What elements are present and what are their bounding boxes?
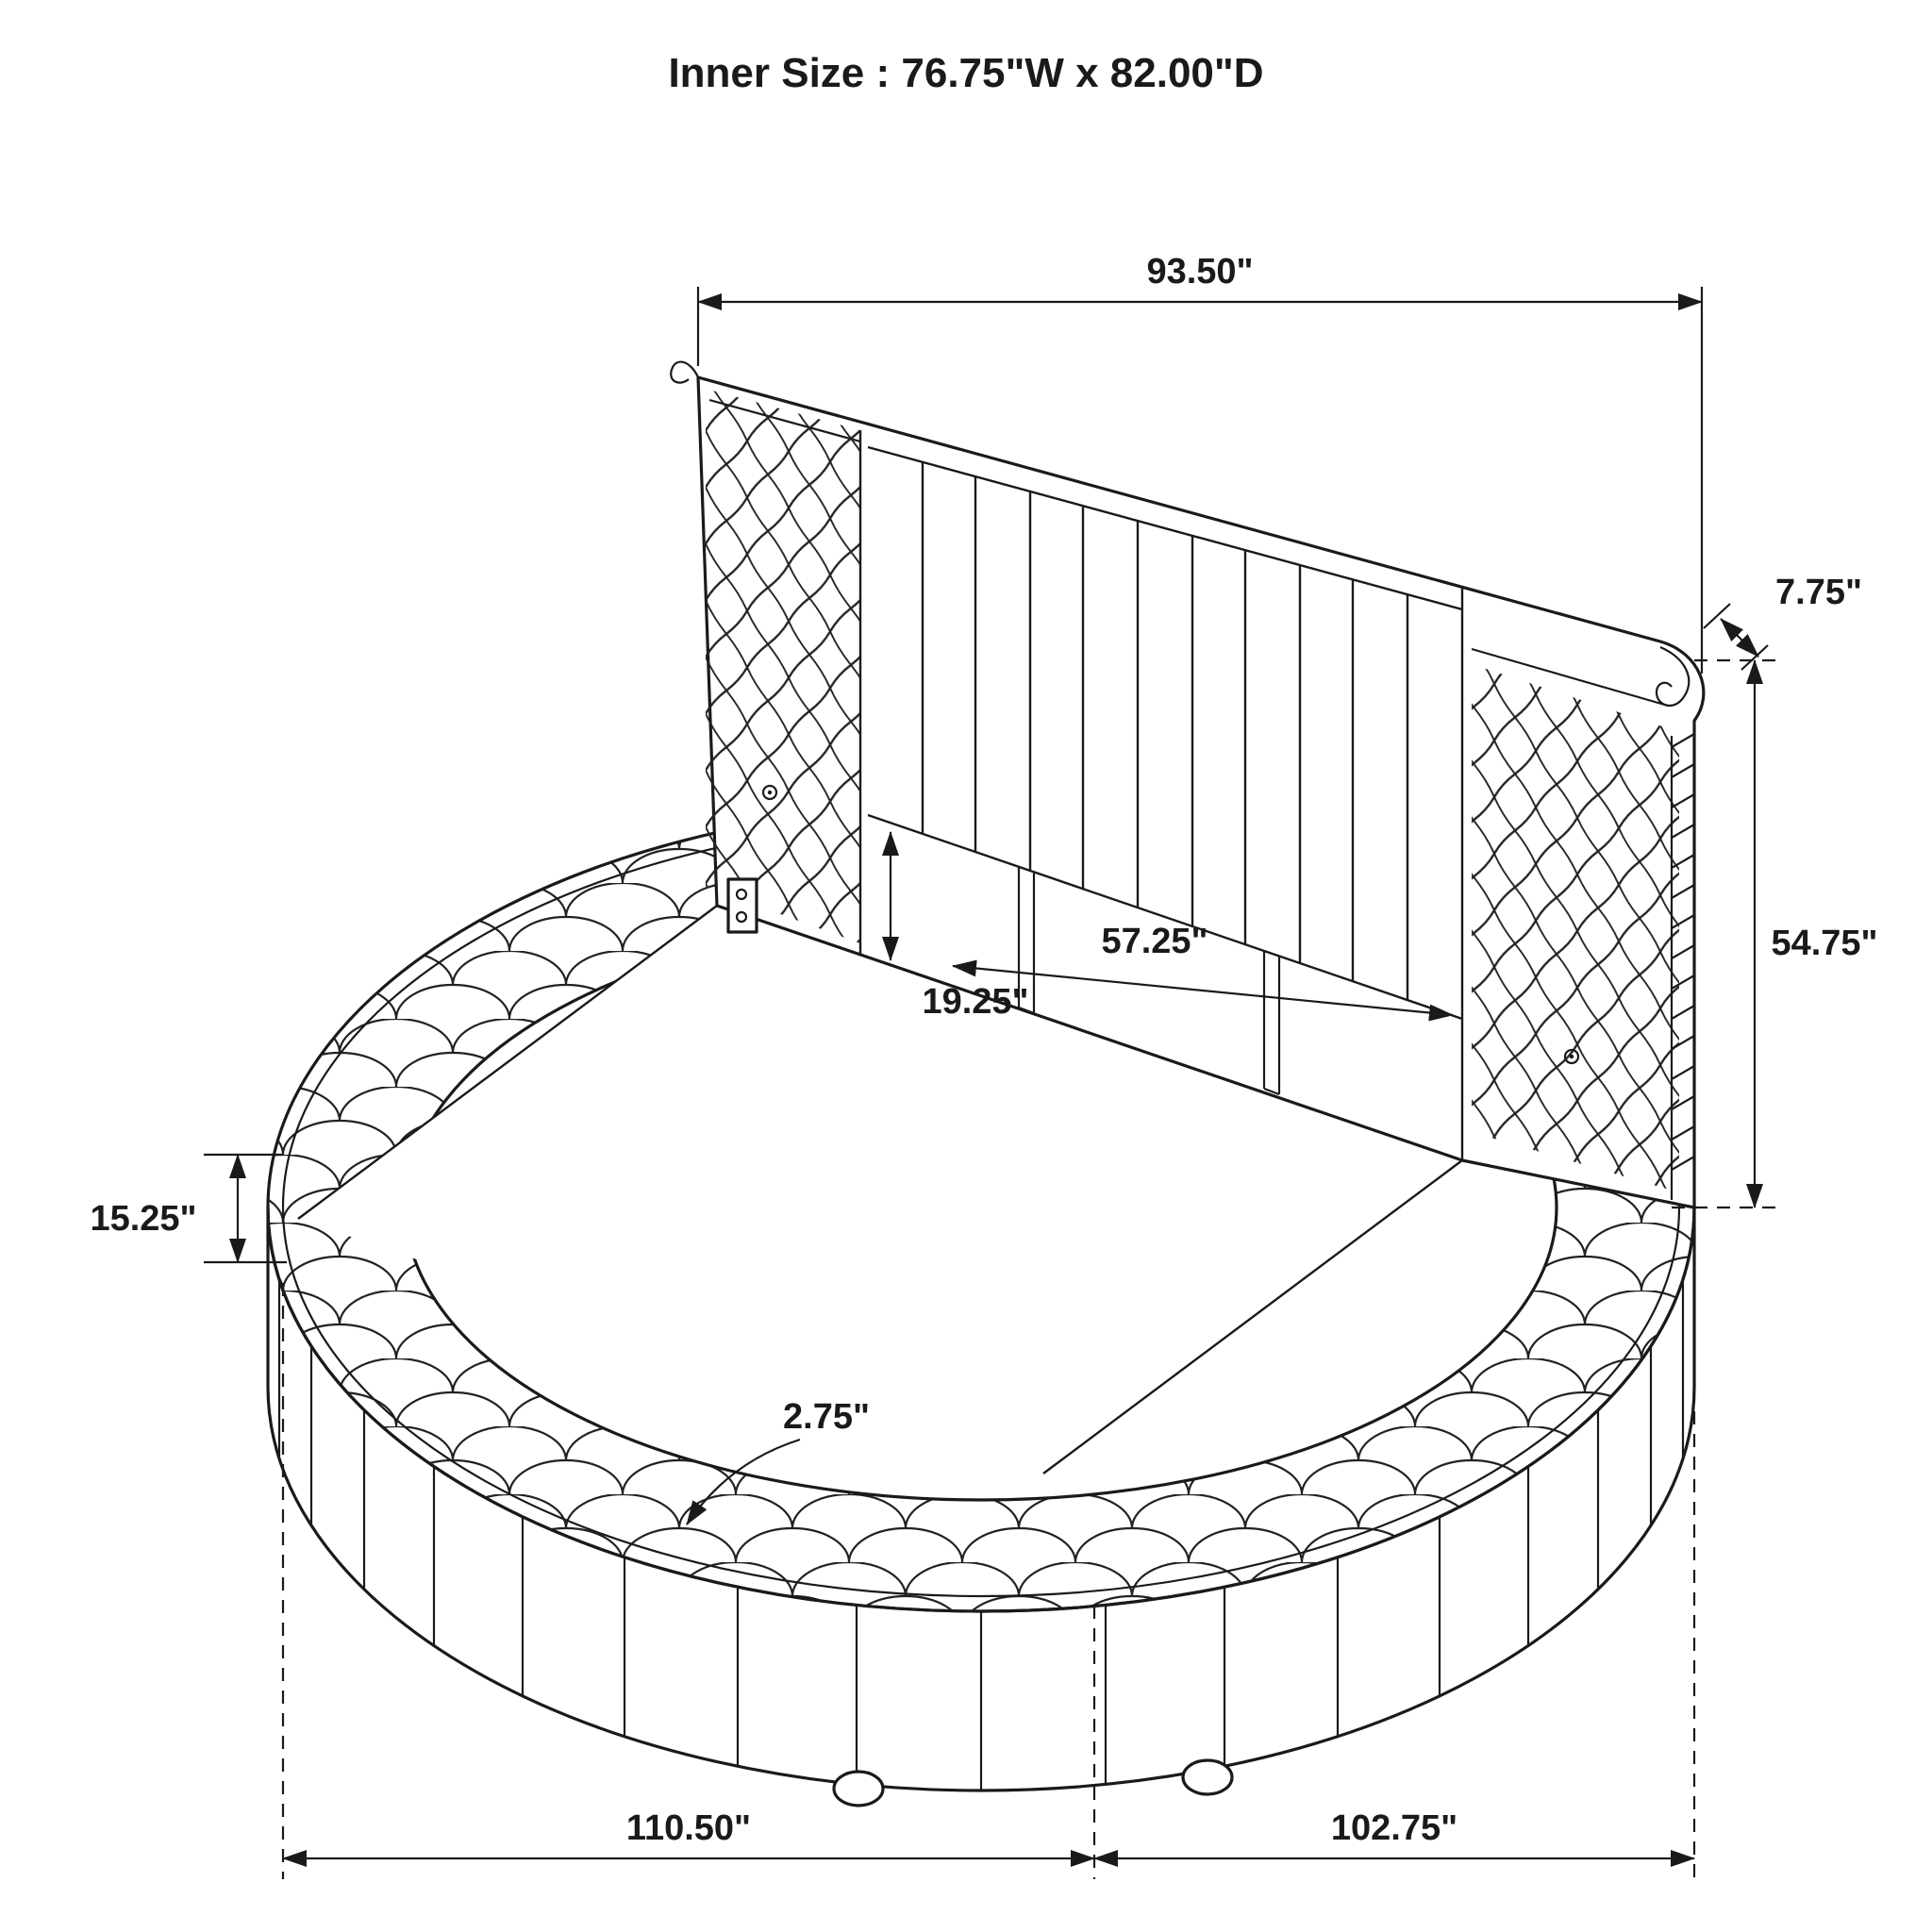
- dim-rim-lip: 2.75": [686, 1397, 870, 1525]
- dim-rim-height-label: 15.25": [90, 1199, 196, 1239]
- dim-inner-width-label: 57.25": [1101, 922, 1208, 961]
- dim-rim-lip-label: 2.75": [783, 1397, 870, 1437]
- tuft-button-right: [1563, 1048, 1580, 1065]
- right-edge-piping: [1670, 733, 1695, 1200]
- tuft-button-left: [761, 784, 778, 801]
- foot-left: [832, 1770, 885, 1807]
- dim-headboard-width: 93.50": [696, 252, 1704, 674]
- dim-overall-depth: 110.50": [281, 1283, 1096, 1879]
- dim-scroll-depth: 7.75": [1703, 573, 1862, 671]
- dim-panel-gap-label: 19.25": [922, 982, 1028, 1022]
- dim-headboard-height: 54.75": [1672, 658, 1878, 1209]
- foot-right: [1181, 1758, 1234, 1796]
- dim-headboard-width-label: 93.50": [1146, 252, 1253, 291]
- dim-inner-width: 57.25": [952, 922, 1454, 1022]
- channel-panel-top: [867, 445, 1463, 611]
- mattress-side-edges: [297, 905, 1463, 1474]
- dim-headboard-height-label: 54.75": [1771, 924, 1877, 963]
- hinge-bracket: [726, 877, 758, 934]
- diagram-title: Inner Size : 76.75"W x 82.00"D: [668, 50, 1263, 96]
- right-wing-tufting: [1472, 664, 1679, 1192]
- dim-scroll-depth-label: 7.75": [1775, 573, 1862, 612]
- dim-overall-width: 102.75": [1093, 1230, 1696, 1879]
- dim-overall-width-label: 102.75": [1331, 1808, 1457, 1848]
- dim-rim-height: 15.25": [90, 1153, 287, 1264]
- dimensions: 93.50" 7.75" 54.75" 19.25" 57.25": [90, 252, 1878, 1879]
- left-wing-tufting: [706, 389, 860, 943]
- base-skirt-seams: [277, 1277, 1685, 1790]
- mattress-area: [298, 906, 1462, 1474]
- left-scroll-curl: [670, 360, 700, 384]
- right-scroll-arm: [1655, 645, 1690, 708]
- dim-overall-depth-label: 110.50": [626, 1808, 751, 1848]
- channel-tufting: [921, 462, 1409, 1000]
